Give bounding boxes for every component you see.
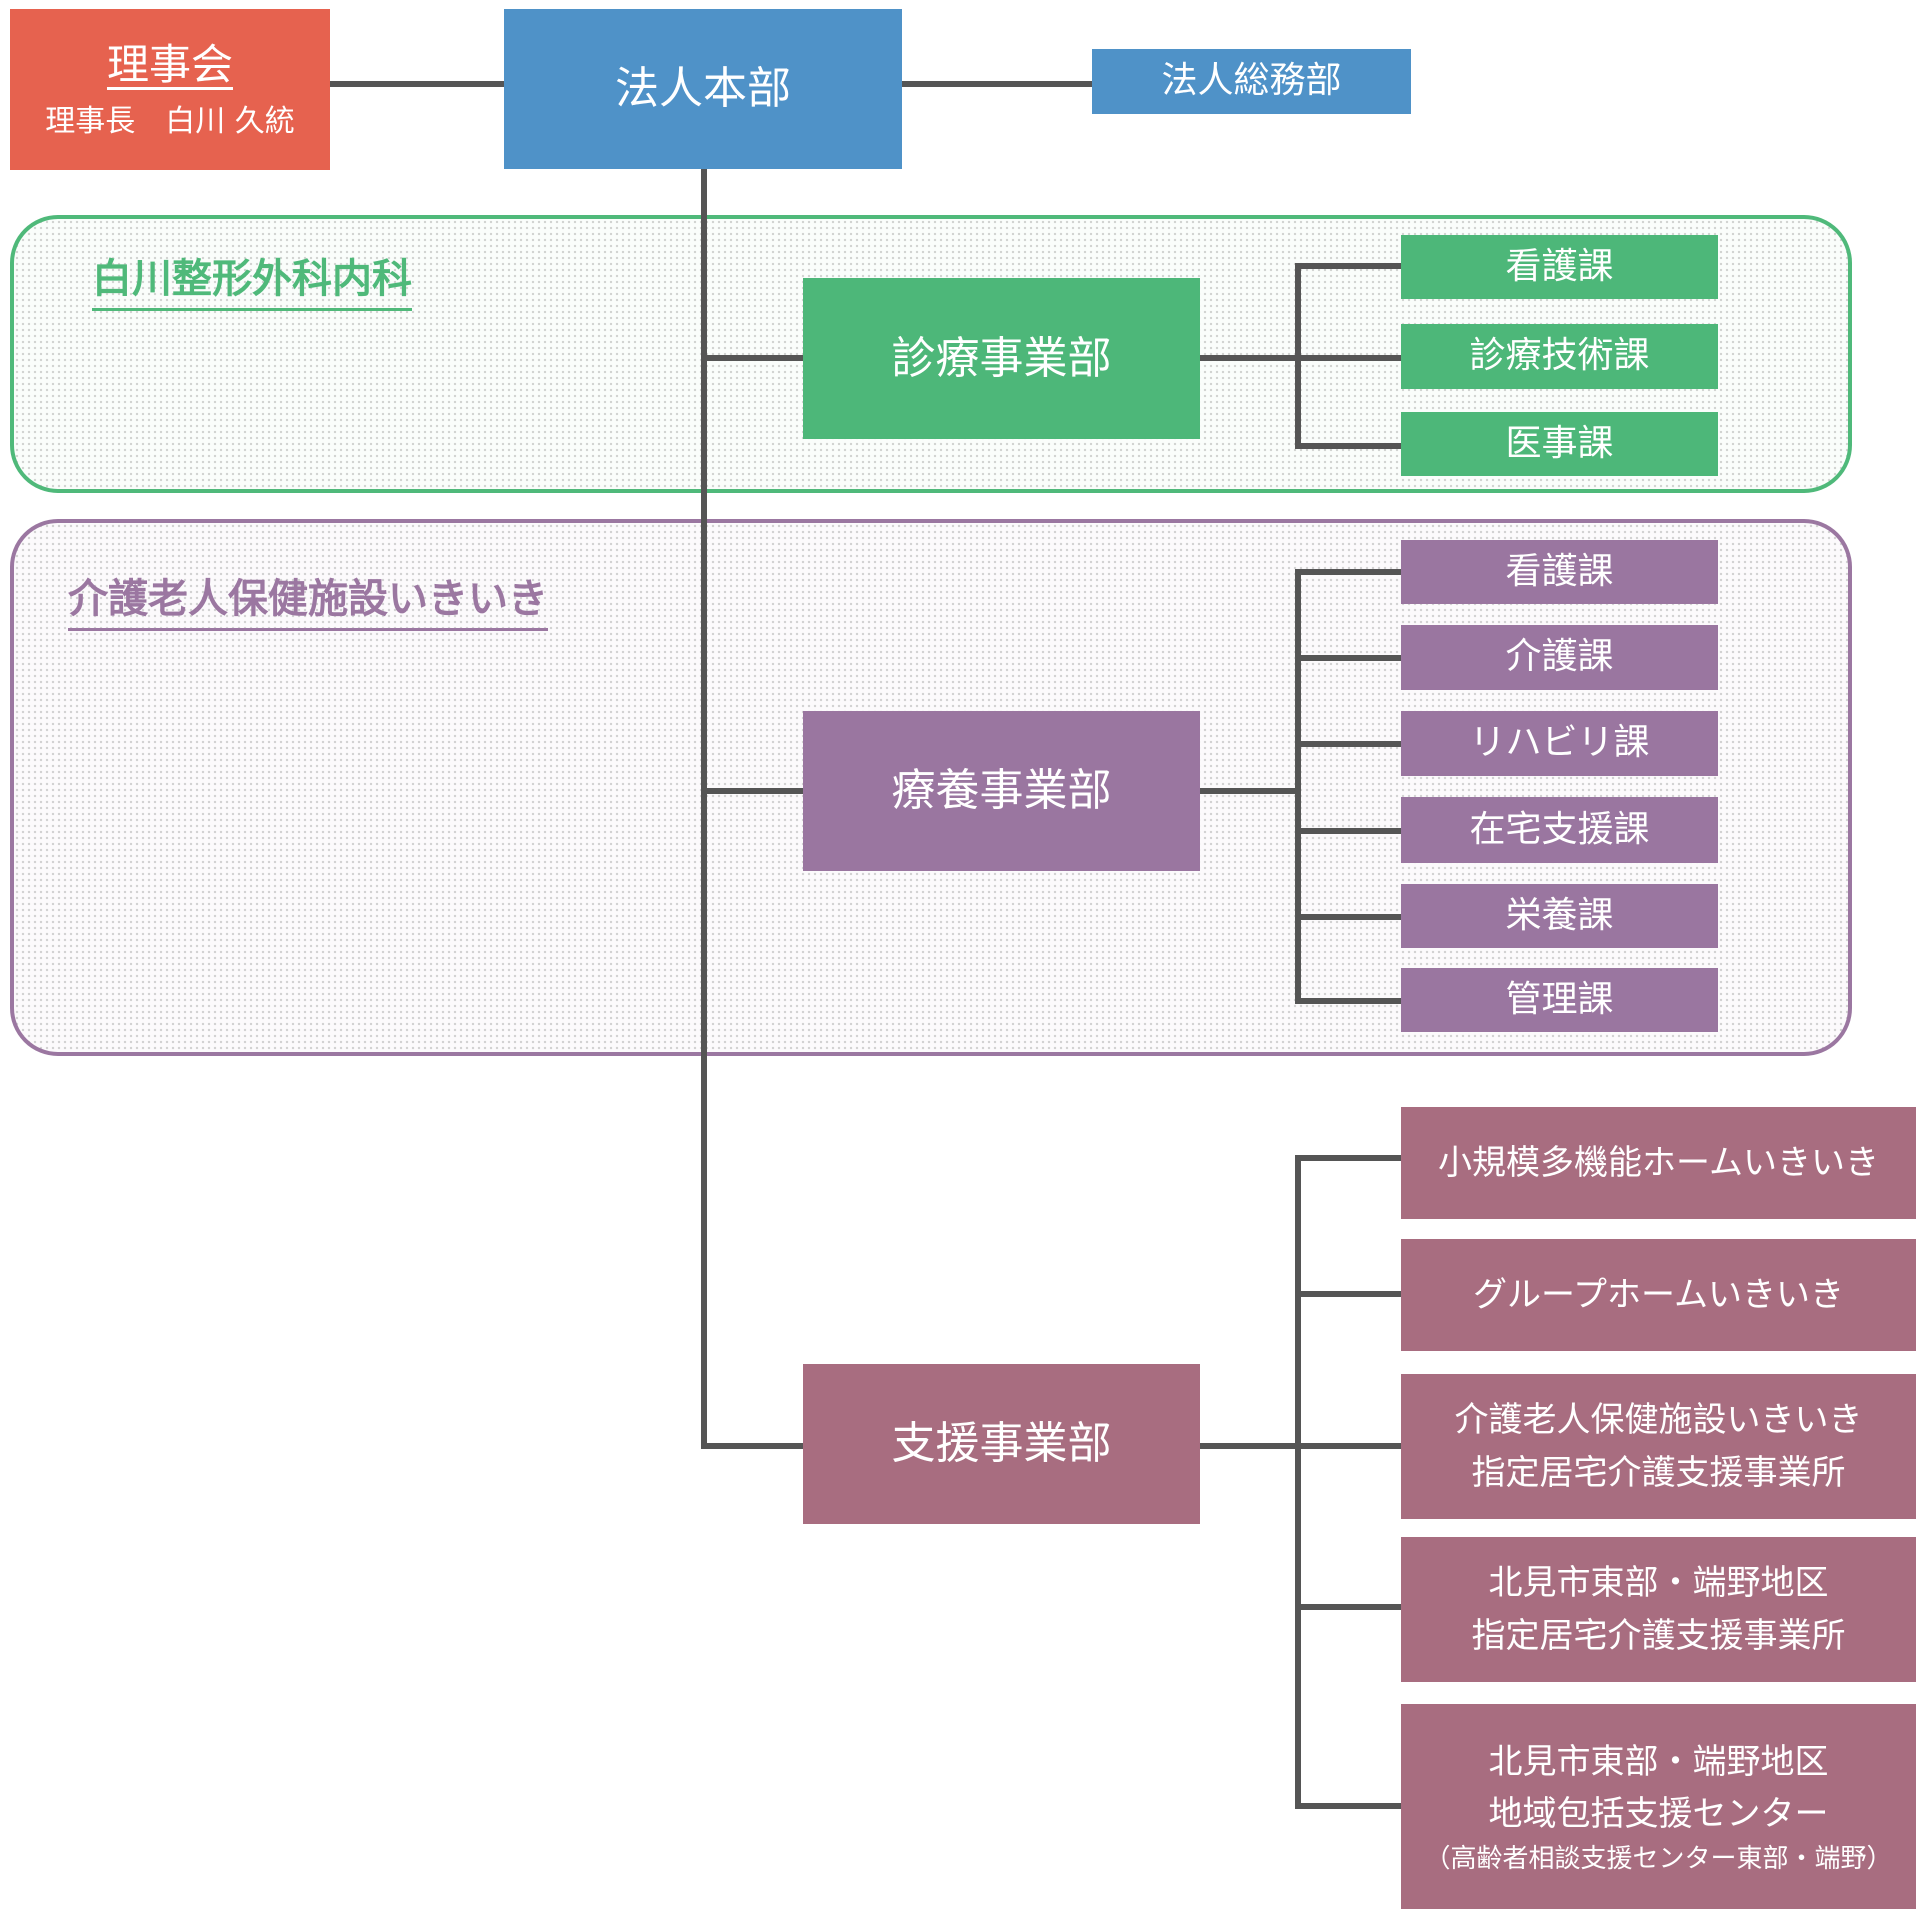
connector-support-unit-1 [1295,1155,1401,1161]
connector-trunk-care [701,788,803,794]
support-unit-line1: 小規模多機能ホームいきいき [1438,1142,1879,1183]
clinic-unit-label: 診療技術課 [1469,335,1650,377]
connector-clinic-unit-3 [1295,443,1401,449]
board-title: 理事会 [106,40,233,90]
connector-clinic-stem [1200,355,1298,361]
connector-support-unit-5 [1295,1803,1401,1809]
care-unit-label: リハビリ課 [1469,722,1650,764]
headquarters-box: 法人本部 [504,9,902,169]
support-unit-group-home: グループホームいきいき [1401,1239,1916,1351]
support-unit-east-care-office: 北見市東部・端野地区 指定居宅介護支援事業所 [1401,1537,1916,1682]
support-unit-line1: 北見市東部・端野地区 [1488,1741,1829,1782]
care-unit-label: 看護課 [1505,550,1614,592]
care-facility-section-title: 介護老人保健施設いきいき [68,566,548,631]
care-unit-home-support: 在宅支援課 [1401,797,1718,863]
support-unit-line2: 地域包括支援センター [1488,1794,1829,1835]
clinic-unit-technology: 診療技術課 [1401,324,1718,389]
clinic-department-box: 診療事業部 [803,278,1200,439]
support-unit-line2: 指定居宅介護支援事業所 [1471,1615,1846,1656]
care-unit-label: 管理課 [1505,978,1614,1020]
connector-support-unit-3 [1295,1443,1401,1449]
connector-trunk-support [701,1443,803,1449]
headquarters-title: 法人本部 [615,63,791,115]
support-unit-small-multifunction-home: 小規模多機能ホームいきいき [1401,1107,1916,1219]
connector-trunk-clinic [701,355,803,361]
board-box: 理事会 理事長 白川 久統 [10,9,330,170]
support-unit-note: （高齢者相談支援センター東部・端野） [1424,1843,1893,1874]
clinic-department-label: 診療事業部 [891,332,1112,384]
care-unit-nutrition: 栄養課 [1401,884,1718,948]
connector-care-unit-5 [1295,914,1401,920]
support-unit-line1: グループホームいきいき [1473,1274,1844,1315]
connector-care-unit-3 [1295,741,1401,747]
connector-support-unit-4 [1295,1604,1401,1610]
care-unit-nursing: 看護課 [1401,540,1718,604]
connector-care-unit-6 [1295,998,1401,1004]
connector-care-stem [1200,788,1298,794]
board-chair: 理事長 白川 久統 [45,103,295,139]
connector-care-unit-4 [1295,828,1401,834]
care-department-box: 療養事業部 [803,711,1200,871]
care-unit-rehabilitation: リハビリ課 [1401,711,1718,776]
connector-care-unit-2 [1295,655,1401,661]
clinic-section-title: 白川整形外科内科 [92,246,412,311]
support-unit-line1: 北見市東部・端野地区 [1488,1562,1829,1603]
care-unit-management: 管理課 [1401,968,1718,1032]
support-unit-community-center: 北見市東部・端野地区 地域包括支援センター （高齢者相談支援センター東部・端野） [1401,1704,1916,1909]
general-affairs-title: 法人総務部 [1161,60,1342,102]
connector-care-unit-1 [1295,569,1401,575]
clinic-unit-label: 医事課 [1505,422,1614,464]
connector-support-unit-2 [1295,1291,1401,1297]
connector-support-bar [1295,1155,1301,1809]
support-department-label: 支援事業部 [891,1418,1112,1470]
connector-support-stem [1200,1443,1298,1449]
connector-hq-general-affairs [902,81,1092,87]
connector-clinic-unit-2 [1295,355,1401,361]
care-unit-label: 在宅支援課 [1469,808,1650,850]
general-affairs-box: 法人総務部 [1092,49,1411,114]
connector-clinic-unit-1 [1295,263,1401,269]
support-unit-line2: 指定居宅介護支援事業所 [1471,1452,1846,1493]
support-department-box: 支援事業部 [803,1364,1200,1524]
connector-care-bar [1295,569,1301,1004]
care-unit-label: 介護課 [1505,636,1614,678]
connector-board-hq [330,81,504,87]
support-unit-facility-care-office: 介護老人保健施設いきいき 指定居宅介護支援事業所 [1401,1374,1916,1519]
clinic-unit-label: 看護課 [1505,245,1614,287]
care-unit-care: 介護課 [1401,625,1718,690]
clinic-unit-medical-affairs: 医事課 [1401,412,1718,476]
care-department-label: 療養事業部 [891,765,1112,817]
clinic-unit-nursing: 看護課 [1401,235,1718,299]
support-unit-line1: 介護老人保健施設いきいき [1454,1399,1863,1440]
care-unit-label: 栄養課 [1505,894,1614,936]
connector-trunk [701,168,707,1449]
